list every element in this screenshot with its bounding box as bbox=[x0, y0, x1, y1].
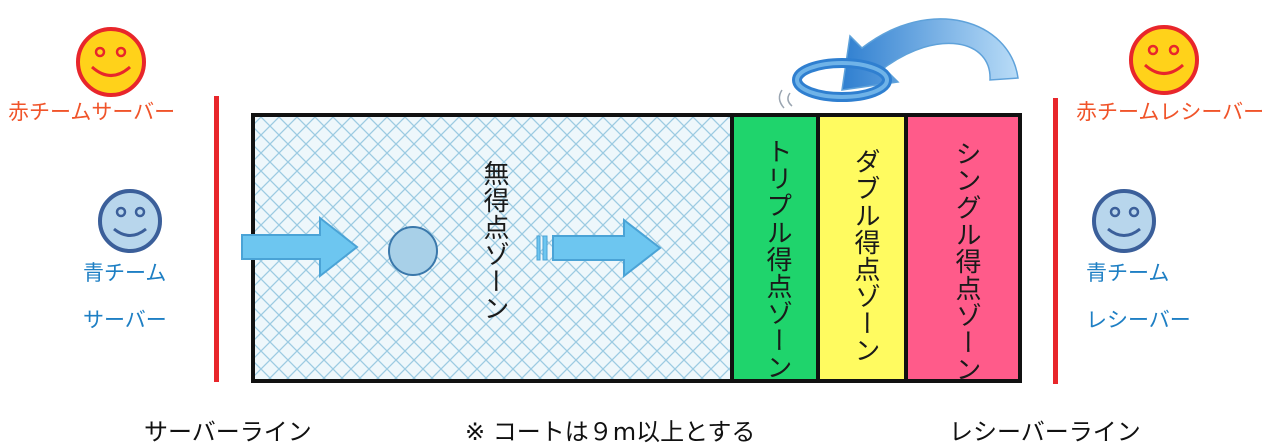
red-team-server-face-icon bbox=[76, 27, 146, 97]
red-team-receiver-face-icon bbox=[1129, 25, 1199, 95]
triple-score-zone-label: トリプル得点ゾーン bbox=[762, 138, 792, 381]
court-note: ※ コートは９m以上とする bbox=[465, 418, 756, 446]
single-score-zone bbox=[904, 113, 1022, 383]
double-score-zone-label: ダブル得点ゾーン bbox=[850, 148, 880, 364]
blue-team-server-face-icon bbox=[98, 189, 162, 253]
blue-team-server-label-line1: 青チーム bbox=[83, 261, 167, 285]
server-line bbox=[214, 96, 219, 382]
triple-score-zone bbox=[730, 113, 820, 383]
double-score-zone bbox=[816, 113, 908, 383]
single-score-zone-label: シングル得点ゾーン bbox=[951, 140, 981, 383]
red-team-receiver-label: 赤チームレシーバー bbox=[1076, 100, 1265, 124]
blue-team-receiver-face-icon bbox=[1092, 189, 1156, 253]
throw-arrow-left bbox=[241, 215, 359, 279]
ring-icon bbox=[778, 58, 892, 109]
throw-arrow-right bbox=[536, 217, 662, 279]
no-score-zone-label: 無得点ゾーン bbox=[479, 160, 509, 322]
blue-team-receiver-label-line1: 青チーム bbox=[1086, 261, 1170, 285]
receiver-line bbox=[1053, 98, 1058, 384]
curved-arrow-icon bbox=[841, 18, 1019, 91]
blue-team-server-label-line2: サーバー bbox=[83, 308, 167, 332]
receiver-line-label: レシーバーライン bbox=[949, 418, 1141, 446]
red-team-server-label: 赤チームサーバー bbox=[8, 100, 176, 124]
blue-team-receiver-label-line2: レシーバー bbox=[1086, 308, 1191, 332]
server-line-label: サーバーライン bbox=[144, 418, 312, 446]
ball-icon bbox=[388, 226, 438, 276]
